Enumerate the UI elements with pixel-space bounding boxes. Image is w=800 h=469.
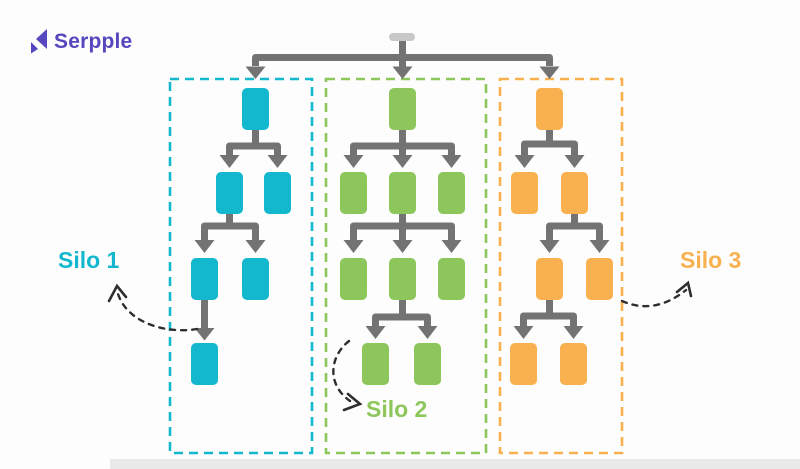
silo2-page-node	[340, 172, 367, 214]
silo2-connectors	[343, 126, 462, 339]
silo1-label: Silo 1	[58, 247, 120, 273]
silo3-boundary	[498, 77, 624, 455]
brand-name: Serpple	[54, 29, 133, 53]
silo3-label: Silo 3	[680, 247, 742, 273]
serpple-logo: Serpple	[28, 28, 132, 55]
silo1-page-node	[242, 258, 269, 300]
silo3-connectors	[513, 126, 610, 339]
silo1-connectors	[194, 127, 288, 341]
silo1-page-node	[216, 172, 243, 214]
silo1-page-node	[191, 343, 218, 385]
silo2-page-node	[362, 343, 389, 385]
silo3-page-node	[536, 88, 563, 130]
silo3-page-node	[536, 258, 563, 300]
silo3-page-node	[511, 172, 538, 214]
silo3-page-node	[560, 343, 587, 385]
root-connector	[245, 41, 560, 79]
silo1-page-node	[264, 172, 291, 214]
silo3-page-node	[586, 258, 613, 300]
silo2-page-node	[414, 343, 441, 385]
silo1-page-node	[242, 88, 269, 130]
silo2-label: Silo 2	[366, 396, 428, 422]
silo2-page-node	[438, 258, 465, 300]
silo2-callout-arrow	[332, 339, 363, 412]
silo1-boundary	[168, 77, 314, 455]
bottom-strip	[110, 459, 800, 469]
silo2-boundary	[324, 77, 488, 455]
silo3-page-node	[561, 172, 588, 214]
silo1-callout-arrow	[107, 283, 199, 332]
silo2-page-node	[389, 88, 416, 130]
silo1-page-node	[191, 258, 218, 300]
silo2-page-node	[389, 258, 416, 300]
homepage-root-node	[389, 33, 415, 41]
silo3-callout-arrow	[620, 280, 693, 308]
silo2-page-node	[438, 172, 465, 214]
silo2-page-node	[389, 172, 416, 214]
silo3-page-node	[510, 343, 537, 385]
serpple-logo-icon	[31, 29, 47, 54]
silo2-page-node	[340, 258, 367, 300]
